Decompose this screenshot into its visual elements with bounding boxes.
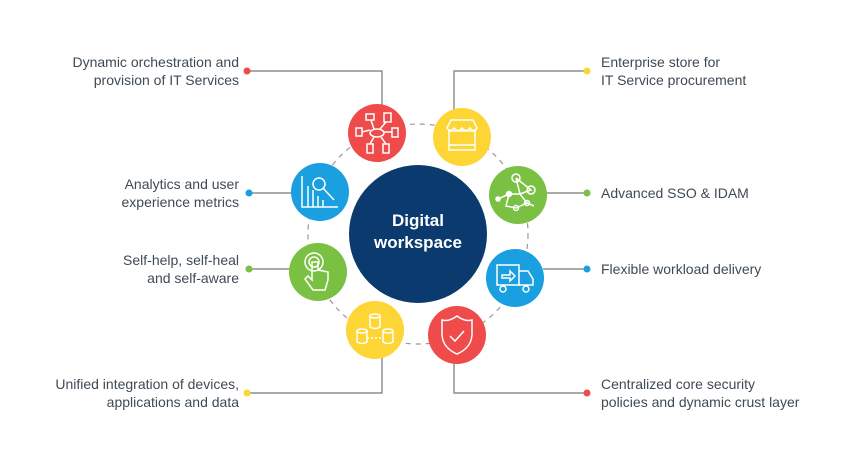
center-label-line1: Digital — [392, 211, 444, 230]
database-icon — [346, 301, 404, 359]
label-line: provision of IT Services — [93, 72, 239, 88]
dot-selfhelp — [245, 265, 253, 273]
label-line: policies and dynamic crust layer — [601, 394, 800, 410]
label-line: Dynamic orchestration and — [72, 54, 239, 70]
label-line: Centralized core security — [601, 376, 756, 392]
label-integration: Unified integration of devices, applicat… — [55, 375, 239, 411]
dot-sso — [583, 189, 591, 197]
touch-hand-icon — [289, 243, 347, 301]
label-line: Advanced SSO & IDAM — [601, 185, 749, 201]
delivery-truck-icon — [486, 249, 544, 307]
label-line: Analytics and user — [124, 176, 239, 192]
connector-security — [453, 362, 587, 394]
center-circle — [349, 165, 487, 303]
network-devices-icon — [348, 104, 406, 162]
label-line: Enterprise store for — [601, 54, 721, 70]
dot-store — [583, 67, 591, 75]
dot-security — [583, 389, 591, 397]
label-workload: Flexible workload delivery — [601, 260, 761, 278]
label-line: applications and data — [106, 394, 239, 410]
center-label: Digital workspace — [350, 210, 486, 254]
dot-orchestration — [243, 67, 251, 75]
label-line: and self-aware — [147, 270, 239, 286]
connector-orchestration — [247, 70, 383, 110]
dot-analytics — [245, 189, 253, 197]
label-line: Self-help, self-heal — [123, 252, 239, 268]
security-shield-icon — [428, 306, 486, 364]
connector-integration — [247, 358, 383, 394]
connector-store — [453, 70, 587, 112]
label-line: experience metrics — [121, 194, 240, 210]
identity-network-icon — [489, 166, 547, 224]
dashed-ring — [307, 123, 529, 345]
label-line: Unified integration of devices, — [55, 376, 239, 392]
analytics-chart-icon — [291, 163, 349, 221]
label-line: Flexible workload delivery — [601, 261, 762, 277]
label-orchestration: Dynamic orchestration and provision of I… — [72, 53, 239, 89]
dot-workload — [583, 265, 591, 273]
label-sso: Advanced SSO & IDAM — [601, 184, 749, 202]
center-label-line2: workspace — [374, 233, 462, 252]
label-security: Centralized core security policies and d… — [601, 375, 799, 411]
label-store: Enterprise store for IT Service procurem… — [601, 53, 746, 89]
dot-integration — [243, 389, 251, 397]
label-line: IT Service procurement — [601, 72, 747, 88]
label-analytics: Analytics and user experience metrics — [122, 175, 240, 211]
connector-lines — [247, 70, 587, 394]
storefront-icon — [433, 108, 491, 166]
label-selfhelp: Self-help, self-heal and self-aware — [123, 251, 239, 287]
